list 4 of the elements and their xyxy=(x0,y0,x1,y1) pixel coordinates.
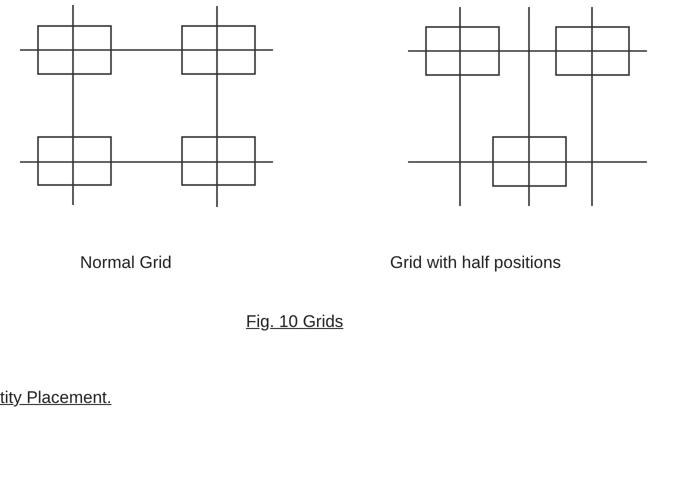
figure-label: Grid with half positions xyxy=(390,253,562,273)
section-heading: tity Placement. xyxy=(0,388,112,408)
figure-label: Normal Grid xyxy=(80,253,172,273)
figure-caption: Fig. 10 Grids xyxy=(246,312,344,332)
